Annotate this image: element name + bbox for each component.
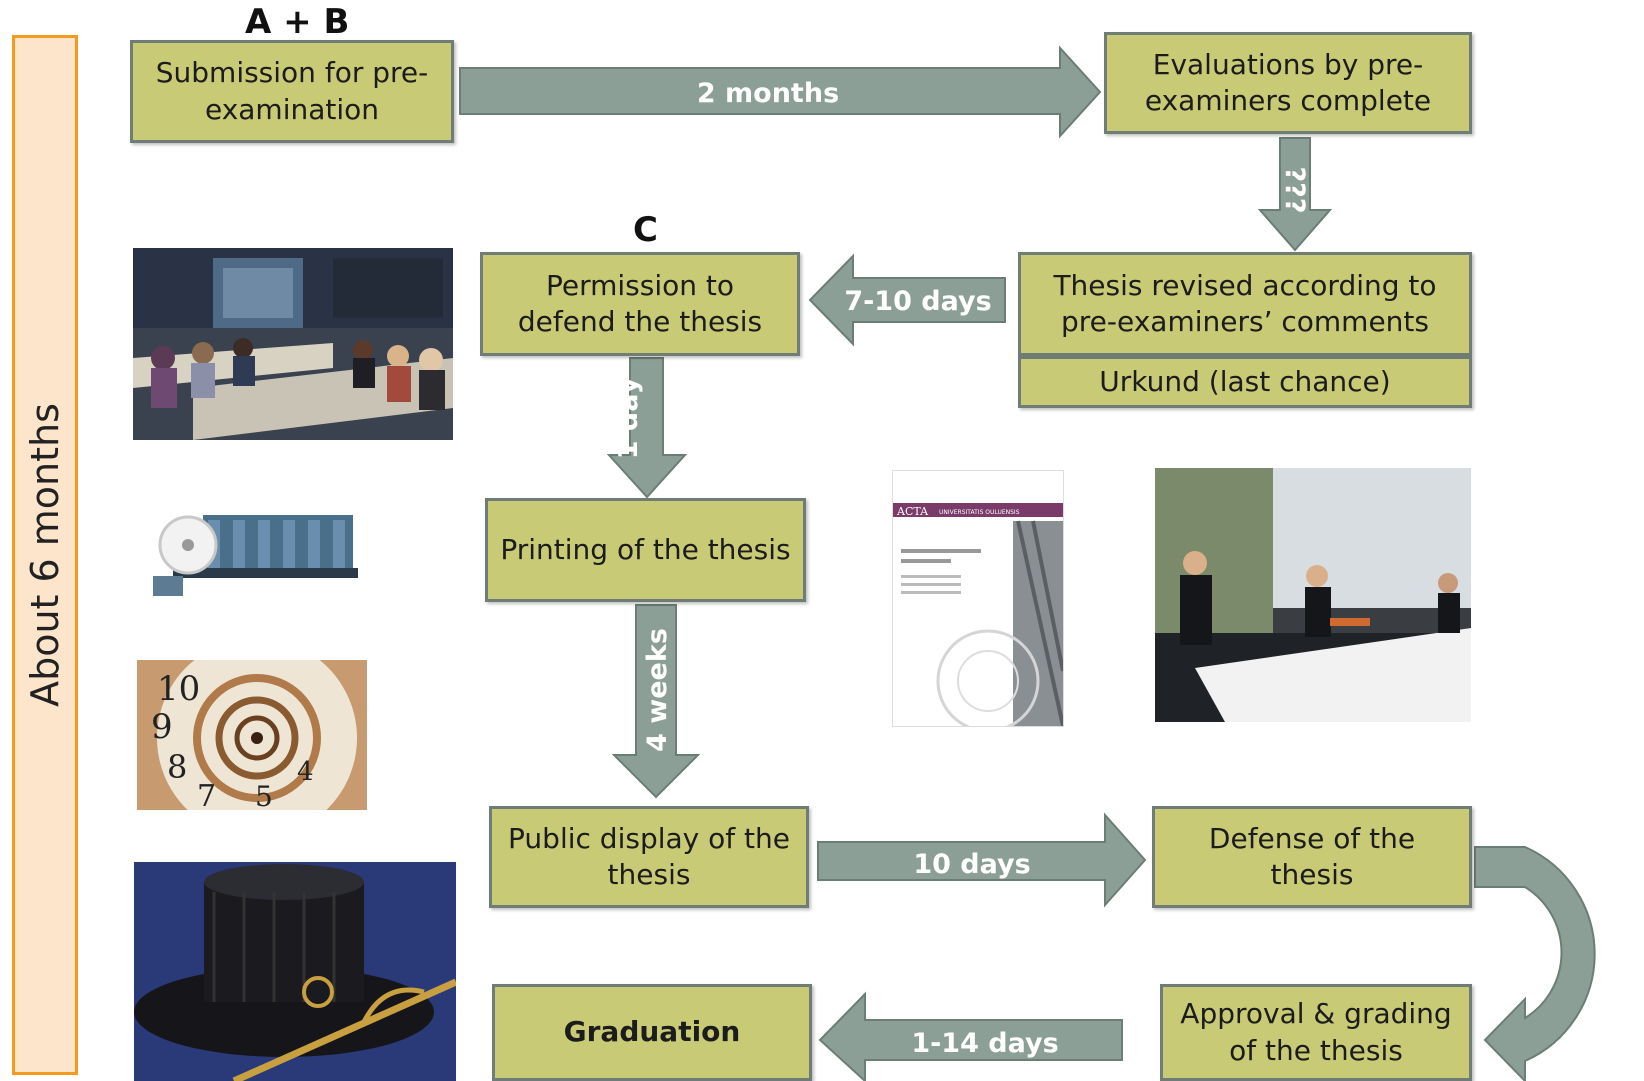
step-tag-c: C [633, 210, 658, 250]
box-evaluations: Evaluations by pre-examiners complete [1104, 32, 1472, 134]
svg-text:5: 5 [255, 780, 273, 810]
arrow-one-fourteen-days [818, 991, 1123, 1081]
svg-text:4: 4 [297, 757, 314, 787]
arrow-two-months [459, 45, 1102, 139]
svg-text:8: 8 [167, 748, 187, 786]
arrow-four-thirty-days [1474, 846, 1596, 1081]
arrow-label-ten-days: 10 days [913, 849, 1030, 880]
arrow-seven-ten-days [808, 253, 1006, 347]
box-urkund: Urkund (last chance) [1018, 356, 1472, 408]
arrow-four-weeks [611, 604, 701, 799]
box-approval: Approval & grading of the thesis [1160, 984, 1472, 1081]
arrow-label-seven-ten-days: 7-10 days [844, 286, 991, 317]
cover-university-text: UNIVERSITATIS OULUENSIS [939, 509, 1020, 516]
arrow-one-day [606, 357, 688, 499]
svg-text:7: 7 [197, 779, 216, 810]
cover-series-text: ACTA [896, 505, 929, 518]
box-printing: Printing of the thesis [485, 498, 806, 602]
defense-hall-photo [1155, 468, 1471, 722]
arrow-label-four-thirty-days: 4-30 days [1613, 881, 1644, 1028]
arrow-unknown [1257, 137, 1333, 252]
svg-text:9: 9 [151, 707, 173, 747]
arrow-label-two-months: 2 months [697, 78, 839, 109]
thesis-cover-photo: ACTA UNIVERSITATIS OULUENSIS [892, 470, 1064, 727]
arrow-label-one-day: 1 day [613, 376, 644, 459]
timeline-bar: About 6 months [12, 35, 78, 1075]
box-graduation: Graduation [492, 984, 812, 1081]
box-submission: Submission for pre-examination [130, 40, 454, 143]
box-public-display: Public display of the thesis [489, 806, 809, 908]
step-tag-ab: A + B [245, 2, 350, 42]
arrow-label-four-weeks: 4 weeks [642, 628, 673, 752]
box-defense: Defense of the thesis [1152, 806, 1472, 908]
arrow-ten-days [817, 812, 1147, 908]
arrow-label-one-fourteen-days: 1-14 days [911, 1028, 1058, 1059]
arrow-label-unknown: ??? [1279, 167, 1310, 214]
spiral-clock-photo: 10 9 8 7 5 4 [137, 660, 367, 810]
box-permission: Permission to defend the thesis [480, 252, 800, 356]
meeting-photo [133, 248, 453, 440]
svg-text:10: 10 [157, 669, 200, 709]
box-thesis-revised: Thesis revised according to pre-examiner… [1018, 252, 1472, 356]
doctoral-hat-sword-photo [134, 862, 456, 1081]
printing-press-photo [133, 490, 369, 608]
